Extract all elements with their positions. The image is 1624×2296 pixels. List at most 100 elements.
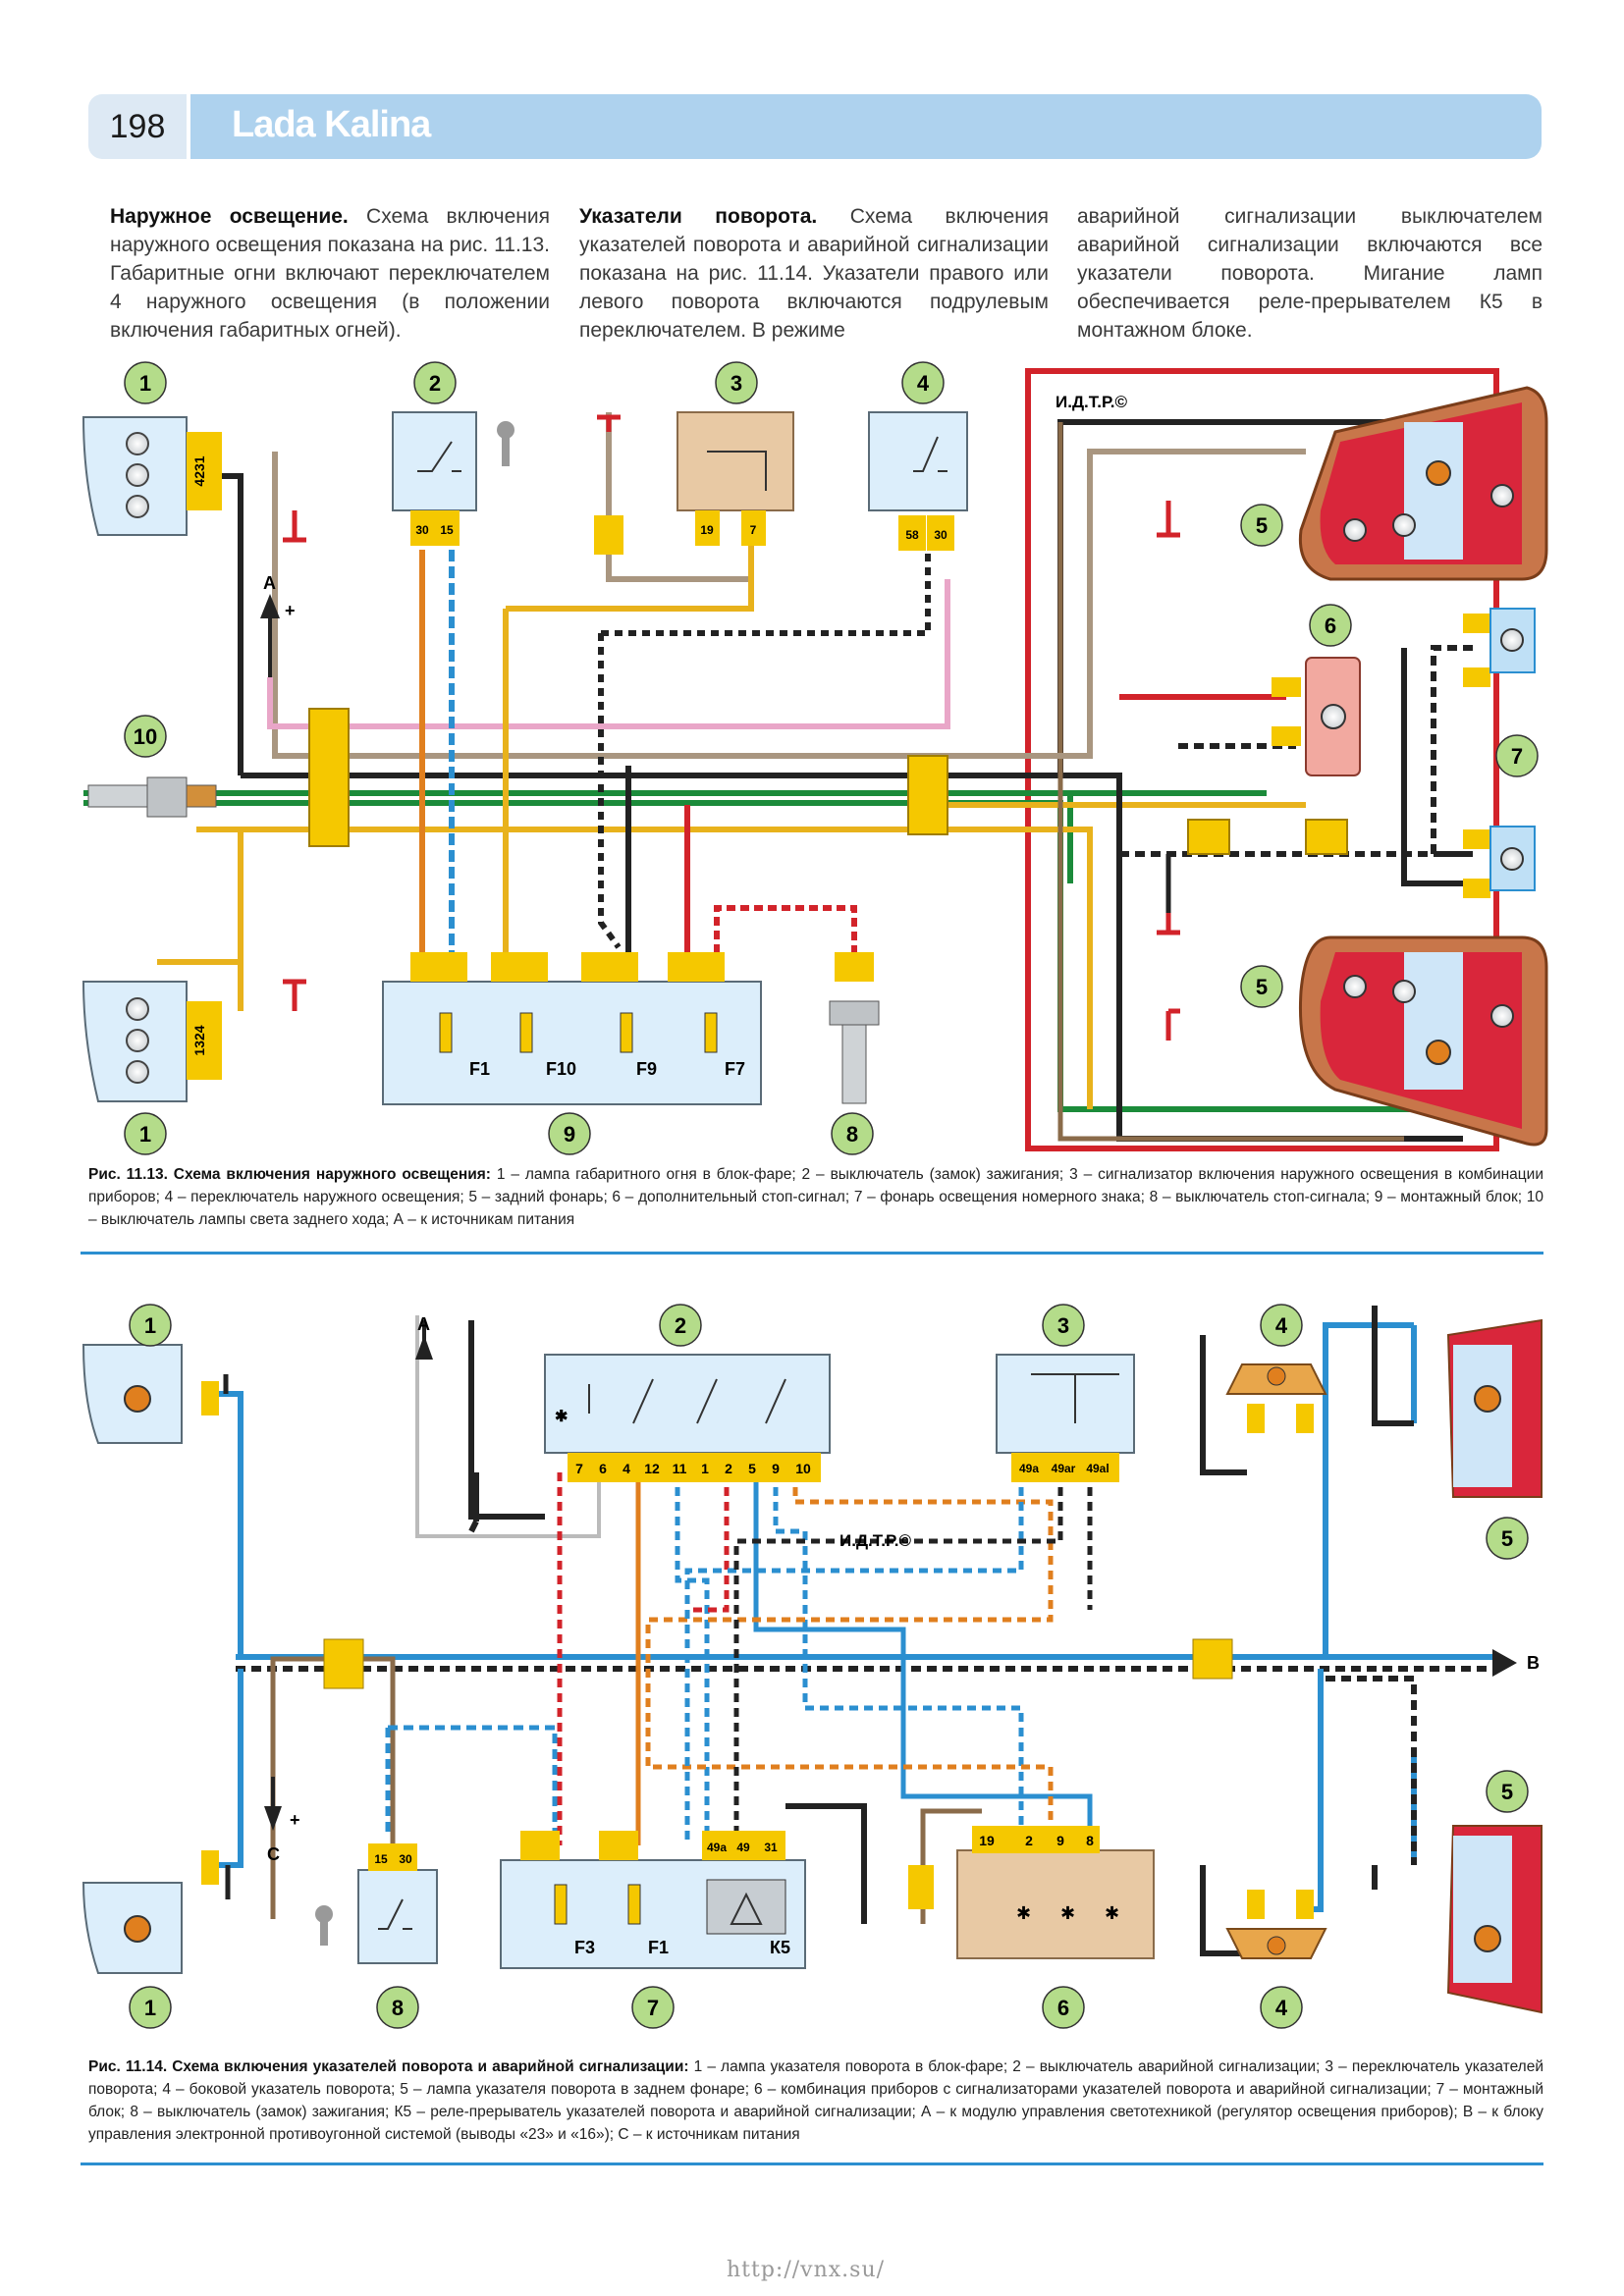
side-repeater-top — [1225, 1363, 1327, 1433]
switch-pin-58: 58 — [905, 528, 919, 542]
hz-pin-2: 2 — [725, 1461, 732, 1476]
fig1-num-2: 2 — [429, 371, 441, 396]
wire-black-plate — [1401, 648, 1473, 886]
hazard-switch: ✱ 7 6 4 12 11 1 2 5 9 10 — [544, 1354, 831, 1482]
book-title: Lada Kalina — [232, 104, 431, 145]
intro-heading-turn: Указатели поворота. — [579, 205, 818, 228]
caption-2-title: Рис. 11.14. Схема включения указателей п… — [88, 2058, 689, 2075]
hz-pin-6: 6 — [599, 1461, 607, 1476]
wire-brown — [1057, 422, 1404, 1142]
front-turn-lamp-bottom — [81, 1882, 183, 1974]
intro-column-3: аварийной сигнализации выключателем авар… — [1077, 202, 1543, 345]
fuse-f7: F7 — [725, 1059, 745, 1079]
hz-pin-5: 5 — [748, 1461, 756, 1476]
fuse-f10: F10 — [546, 1059, 576, 1079]
fig1-num-6: 6 — [1325, 614, 1336, 638]
fig2-num-2: 2 — [675, 1313, 686, 1338]
ign-pin-15: 15 — [440, 523, 454, 537]
divider-2 — [81, 2163, 1543, 2165]
hz-pin-4: 4 — [623, 1461, 630, 1476]
connector-left — [308, 614, 1490, 898]
footer-url: http://vnx.su/ — [727, 2258, 886, 2282]
fig1-num-10: 10 — [134, 724, 157, 749]
rear-lamp-top — [1298, 386, 1548, 581]
intro-text-turn: Схема включения указателей поворота и ав… — [579, 205, 1049, 342]
fig1-num-5a: 5 — [1256, 513, 1268, 538]
front-lamp-bottom: 1324 — [81, 981, 222, 1102]
fig2-num-1a: 1 — [144, 1313, 156, 1338]
ground-terminals — [283, 414, 1180, 1041]
figure-11-14: ✱ 7 6 4 12 11 1 2 5 9 10 49а 49аr — [81, 1304, 1543, 2029]
relay-k5: К5 — [770, 1938, 790, 1957]
ignition-switch: 30 15 — [392, 411, 477, 546]
wire-red — [684, 694, 1286, 967]
wire-left-blue — [201, 1391, 244, 1868]
divider-1 — [81, 1252, 1543, 1255]
fig2-connectors — [201, 1381, 1233, 1909]
fig2-num-5b: 5 — [1501, 1780, 1513, 1804]
hz-pin-1: 1 — [701, 1461, 709, 1476]
intro-text-hazard: аварийной сигнализации выключателем авар… — [1077, 205, 1543, 342]
lamp-top-pins: 4231 — [191, 455, 207, 486]
fig1-num-7: 7 — [1511, 744, 1523, 769]
rear-turn-lamp-bottom — [1446, 1825, 1543, 2014]
wire-pink — [267, 579, 950, 729]
fig1-watermark: И.Д.Т.Р.© — [1056, 393, 1127, 411]
page-number: 198 — [88, 94, 187, 159]
fig1-plus: + — [285, 601, 296, 620]
figure-11-13: 4231 1324 30 15 19 7 — [81, 361, 1548, 1155]
fig2-plus: + — [290, 1810, 300, 1830]
fig1-label-a: А — [263, 573, 276, 593]
fig2-num-7: 7 — [647, 1996, 659, 2020]
lamp-bottom-pins: 1324 — [191, 1025, 207, 1055]
svg-text:✱: ✱ — [1105, 1903, 1119, 1923]
ign-pin-30: 30 — [415, 523, 429, 537]
key-icon — [497, 421, 514, 466]
fig1-num-3: 3 — [731, 371, 742, 396]
fig1-num-9: 9 — [564, 1122, 575, 1147]
ign2-pin-15: 15 — [374, 1852, 388, 1866]
fig2-num-3: 3 — [1057, 1313, 1069, 1338]
fig1-num-1a: 1 — [139, 371, 151, 396]
fig2-num-5a: 5 — [1501, 1526, 1513, 1551]
cl-pin-9: 9 — [1056, 1833, 1064, 1848]
fig1-num-5b: 5 — [1256, 975, 1268, 999]
figure-11-14-caption: Рис. 11.14. Схема включения указателей п… — [88, 2056, 1543, 2146]
wire-yellow-lamp — [157, 827, 1093, 1109]
turn-switch: 49а 49аr 49аl — [996, 1354, 1135, 1482]
blk-pin-31: 31 — [764, 1841, 778, 1854]
fig2-watermark: И.Д.Т.Р.© — [839, 1531, 911, 1550]
instrument-cluster: 19 2 9 8 ✱✱✱ — [956, 1826, 1155, 1959]
page-header: 198 Lada Kalina — [88, 94, 1542, 159]
blk-pin-49a: 49а — [707, 1841, 727, 1854]
front-lamp-top: 4231 — [81, 416, 222, 536]
wire-black-white — [598, 633, 622, 949]
fig2-label-a: А — [417, 1314, 430, 1334]
fig2-fuse-f3: F3 — [574, 1938, 595, 1957]
fig2-num-4b: 4 — [1275, 1996, 1288, 2020]
wire-black-main — [157, 419, 1463, 778]
fig2-num-6: 6 — [1057, 1996, 1069, 2020]
cl-pin-2: 2 — [1025, 1833, 1033, 1848]
rear-turn-lamp-top — [1446, 1318, 1543, 1498]
fig2-num-1b: 1 — [144, 1996, 156, 2020]
wire-a-black — [468, 1320, 545, 1520]
intro-column-2: Указатели поворота. Схема включения указ… — [579, 202, 1049, 345]
hz-pin-11: 11 — [673, 1461, 687, 1476]
figure-11-13-caption: Рис. 11.13. Схема включения наружного ос… — [88, 1163, 1543, 1231]
ind-pin-7: 7 — [750, 523, 757, 537]
fig2-ignition: 15 30 — [357, 1843, 438, 1964]
cl-pin-8: 8 — [1086, 1833, 1094, 1848]
front-turn-lamp-top — [81, 1344, 183, 1444]
wire-grey-brown — [272, 449, 1306, 759]
ind-pin-19: 19 — [700, 523, 714, 537]
hz-pin-12: 12 — [644, 1461, 660, 1476]
caption-2-text: 1 – лампа указателя поворота в блок-фаре… — [88, 2058, 1544, 2143]
fig1-num-4: 4 — [917, 371, 930, 396]
blk-pin-49: 49 — [736, 1841, 750, 1854]
fuse-f9: F9 — [636, 1059, 657, 1079]
ign2-pin-30: 30 — [399, 1852, 412, 1866]
hz-pin-10: 10 — [795, 1461, 811, 1476]
key-icon-2 — [315, 1905, 333, 1946]
